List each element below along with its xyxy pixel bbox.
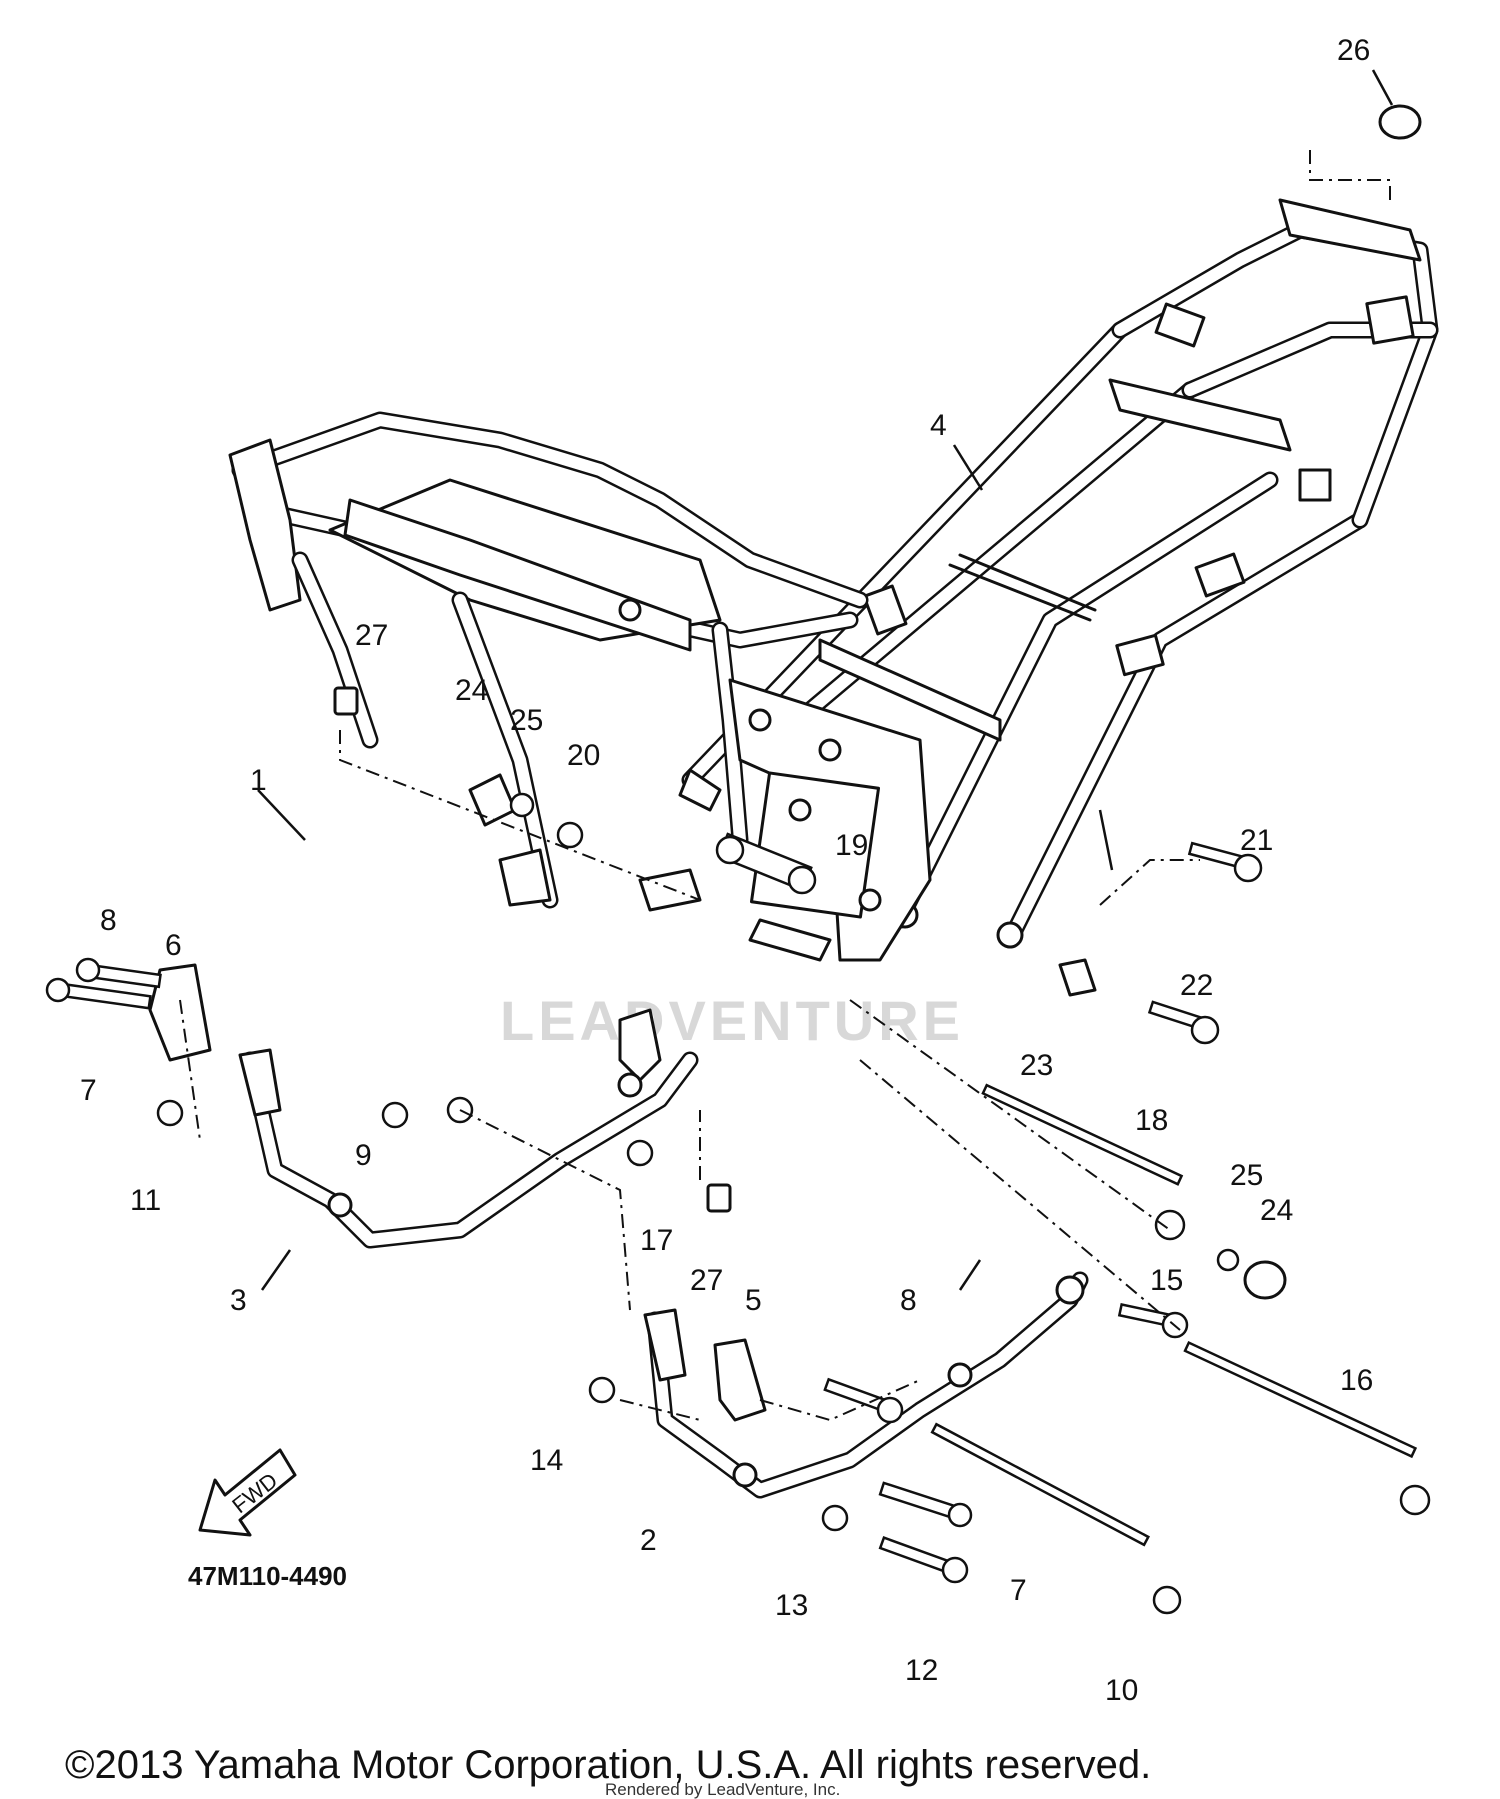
callout-17: 17 — [640, 1224, 673, 1257]
clip-part-27b[interactable] — [706, 1183, 732, 1213]
bolt-part-21[interactable] — [1187, 841, 1263, 883]
callout-23: 23 — [1020, 1049, 1053, 1082]
leader-lines — [257, 69, 1394, 1291]
collar-part-17[interactable] — [626, 1139, 654, 1167]
copyright-notice: ©2013 Yamaha Motor Corporation, U.S.A. A… — [65, 1743, 1151, 1787]
left-down-tube-part-3[interactable] — [238, 1048, 699, 1249]
callout-8a: 8 — [100, 904, 117, 937]
callout-25a: 25 — [510, 704, 543, 737]
callout-16: 16 — [1340, 1364, 1373, 1397]
callout-24a: 24 — [455, 674, 488, 707]
callout-26: 26 — [1337, 34, 1370, 67]
callout-9: 9 — [355, 1139, 372, 1172]
callout-27b: 27 — [690, 1264, 723, 1297]
bolt-part-8a[interactable] — [75, 957, 162, 989]
bolt-part-8b[interactable] — [823, 1377, 904, 1424]
callout-7b: 7 — [1010, 1574, 1027, 1607]
drawing-code: 47M110-4490 — [188, 1561, 347, 1591]
forward-arrow-icon: FWD — [198, 1448, 297, 1537]
callout-14: 14 — [530, 1444, 563, 1477]
callout-25b: 25 — [1230, 1159, 1263, 1192]
grommet-part-26[interactable] — [1378, 104, 1422, 140]
callout-5: 5 — [745, 1284, 762, 1317]
callout-19: 19 — [835, 829, 868, 862]
callout-27a: 27 — [355, 619, 388, 652]
rear-frame-part-4[interactable] — [678, 198, 1439, 949]
main-frame-part-1[interactable] — [228, 411, 932, 1082]
clip-part-23[interactable] — [1058, 958, 1097, 997]
collar-part-20[interactable] — [556, 821, 584, 849]
right-down-tube-part-2[interactable] — [643, 1271, 1089, 1499]
callout-8b: 8 — [900, 1284, 917, 1317]
collar-part-25b[interactable] — [1216, 1248, 1240, 1272]
long-bolt-part-16[interactable] — [1183, 1340, 1431, 1516]
bolt-part-15[interactable] — [1117, 1303, 1189, 1339]
grommet-part-24a[interactable] — [468, 773, 517, 827]
bolt-part-12[interactable] — [878, 1536, 969, 1584]
assembly-lines — [179, 150, 1391, 1422]
callout-24b: 24 — [1260, 1194, 1293, 1227]
collar-part-11[interactable] — [156, 1099, 184, 1127]
bushing-part-19[interactable] — [715, 832, 817, 895]
collar-part-13[interactable] — [821, 1504, 849, 1532]
long-bolt-part-10[interactable] — [930, 1422, 1182, 1615]
callout-18: 18 — [1135, 1104, 1168, 1137]
callout-21: 21 — [1240, 824, 1273, 857]
grommet-part-24b[interactable] — [1243, 1260, 1287, 1300]
callout-15: 15 — [1150, 1264, 1183, 1297]
callout-11: 11 — [130, 1184, 161, 1217]
long-bolt-part-18[interactable] — [981, 1083, 1186, 1241]
callout-4: 4 — [930, 409, 947, 442]
callout-13: 13 — [775, 1589, 808, 1622]
callout-1: 1 — [250, 764, 267, 797]
engine-bracket-part-6[interactable] — [148, 963, 212, 1062]
bolt-part-7b[interactable] — [878, 1481, 973, 1528]
callout-6: 6 — [165, 929, 182, 962]
callout-3: 3 — [230, 1284, 247, 1317]
engine-bracket-part-5[interactable] — [713, 1338, 767, 1422]
watermark: LEADVENTURE — [500, 989, 964, 1052]
callout-12: 12 — [905, 1654, 938, 1687]
callout-22: 22 — [1180, 969, 1213, 1002]
callout-10: 10 — [1105, 1674, 1138, 1707]
callout-labels: 1 2 3 4 5 6 7 7 8 8 9 10 11 12 13 14 15 … — [80, 34, 1373, 1707]
collar-part-9a[interactable] — [381, 1101, 409, 1129]
collar-part-14[interactable] — [588, 1376, 616, 1404]
bolt-part-7a[interactable] — [45, 977, 152, 1010]
collar-part-25a[interactable] — [509, 792, 535, 818]
callout-2: 2 — [640, 1524, 657, 1557]
rendered-by: Rendered by LeadVenture, Inc. — [605, 1780, 840, 1799]
callout-7a: 7 — [80, 1074, 97, 1107]
callout-20: 20 — [567, 739, 600, 772]
clip-part-27a[interactable] — [333, 686, 359, 716]
bolt-part-22[interactable] — [1147, 1000, 1220, 1045]
